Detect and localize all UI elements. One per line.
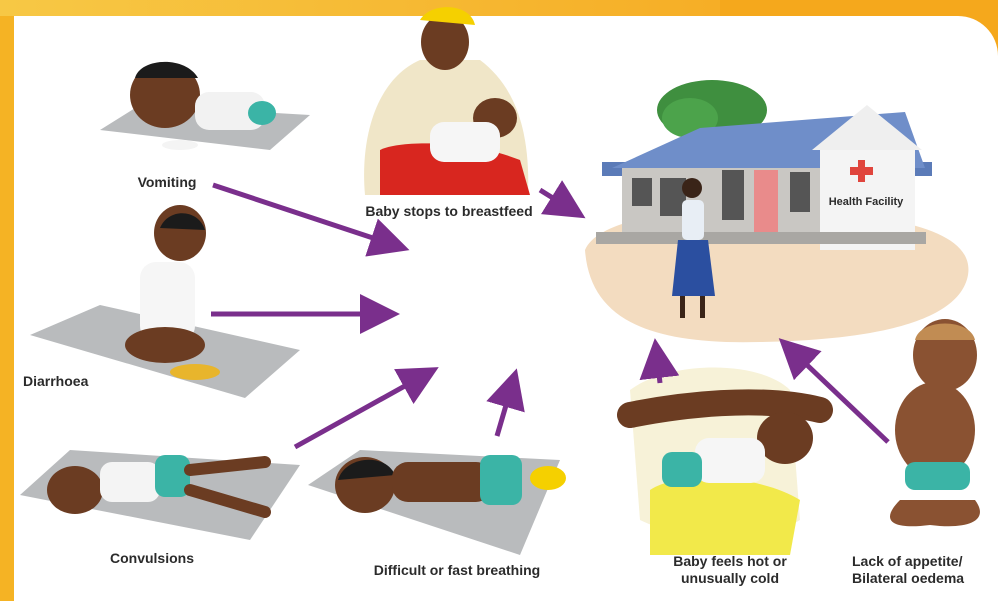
oedema-child-illustration [890,319,980,526]
label-hot-cold: Baby feels hot or unusually cold [645,553,815,587]
diarrhoea-baby-illustration [30,205,300,398]
hot-cold-baby-illustration [630,368,820,556]
breastfeeding-illustration [364,7,530,195]
health-facility-illustration [585,80,968,342]
convulsions-baby-illustration [20,450,300,540]
label-vomiting: Vomiting [127,174,207,191]
label-hot-cold-line2: unusually cold [645,570,815,587]
label-convulsions: Convulsions [92,550,212,567]
arrow-convulsions [295,372,430,447]
vomiting-baby-illustration [100,62,310,150]
label-hot-cold-line1: Baby feels hot or [645,553,815,570]
label-appetite-line2: Bilateral oedema [852,570,998,587]
nurse-head [682,178,702,198]
breathing-baby-illustration [308,450,566,555]
label-diarrhoea: Diarrhoea [23,373,113,390]
label-breathing: Difficult or fast breathing [342,562,572,579]
label-appetite-line1: Lack of appetite/ [852,553,998,570]
health-facility-sign: Health Facility [820,196,912,209]
label-appetite-oedema: Lack of appetite/ Bilateral oedema [852,553,998,587]
arrow-breathing [497,378,514,436]
label-breastfeed: Baby stops to breastfeed [344,203,554,220]
